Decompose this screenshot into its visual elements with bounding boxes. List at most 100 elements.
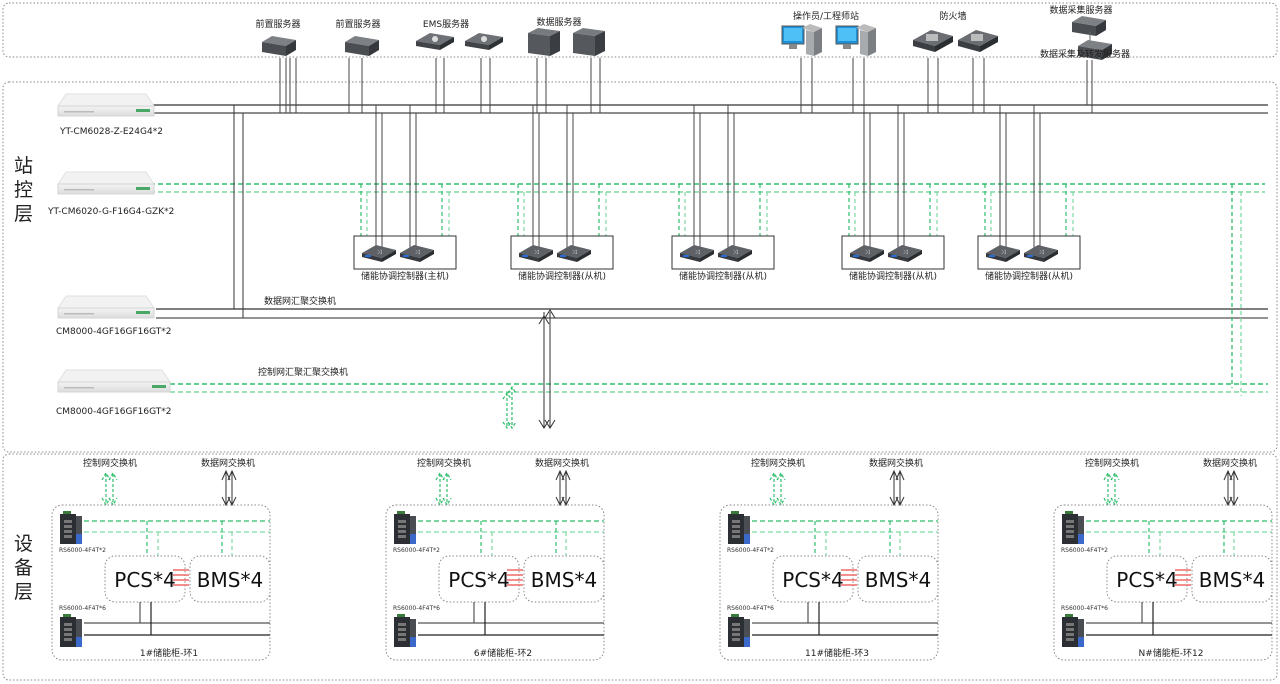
pcs-label: PCS*4 (1116, 568, 1177, 592)
pcs-label: PCS*4 (114, 568, 175, 592)
svg-text:⤨: ⤨ (903, 249, 908, 256)
aggregation-data-bus (156, 308, 1268, 319)
switch-model-label: RS6000-4F4T*6 (727, 605, 774, 612)
control-switch-uplink-label: 控制网交换机 (1085, 457, 1139, 469)
rack-switch-icon (57, 369, 171, 393)
control-switch-uplink-label: 控制网交换机 (417, 457, 471, 469)
pcs-bms-link (1175, 569, 1191, 586)
svg-text:⤨: ⤨ (415, 249, 420, 256)
industrial-switch-icon (60, 511, 82, 544)
data-uplink-arrow (538, 309, 556, 429)
industrial-switch-icon (394, 614, 416, 647)
svg-text:⤨: ⤨ (534, 249, 539, 256)
bms-box (523, 555, 605, 603)
industrial-switch-icon (728, 614, 750, 647)
controller-label: 储能协调控制器(主机) (361, 270, 449, 282)
switch-icon: ⤨ (519, 245, 553, 262)
svg-text:站: 站 (14, 155, 33, 177)
station-layer-title: 站 控 层 (14, 155, 33, 225)
top-server: EMS服务器 (416, 18, 503, 113)
energy-storage-controller: ⤨⤨储能协调控制器(从机) (977, 105, 1081, 282)
rack-switch-icon (57, 295, 155, 319)
station-switch: YT-CM6020-G-F16G4-GZK*2 (47, 171, 174, 217)
top-server: 前置服务器 (335, 18, 381, 113)
station-layer-region (2, 81, 1278, 453)
station-switch: CM8000-4GF16GF16GT*2 (56, 369, 172, 417)
rack-switch-icon (57, 93, 155, 117)
pcs-bms-link (173, 569, 189, 586)
switch-model-label: CM8000-4GF16GF16GT*2 (56, 407, 172, 417)
data-switch-uplink-label: 数据网交换机 (869, 457, 923, 469)
controller-box (671, 235, 775, 270)
data-uplink-arrow (555, 469, 571, 507)
controller-box (510, 235, 614, 270)
data-switch-uplink-label: 数据网交换机 (201, 457, 255, 469)
pcs-bms-link (841, 569, 857, 586)
server-label: EMS服务器 (423, 18, 469, 30)
industrial-switch-icon (1062, 511, 1084, 544)
svg-text:⤨: ⤨ (377, 249, 382, 256)
controller-box (353, 235, 457, 270)
switch-icon: ⤨ (850, 245, 884, 262)
switch-icon: ⤨ (400, 245, 434, 262)
data-server-icon (528, 28, 560, 56)
top-server: 防火墙 (913, 10, 998, 113)
controller-label: 储能协调控制器(从机) (679, 270, 767, 282)
pcs-box (104, 555, 186, 603)
svg-text:⤨: ⤨ (572, 249, 577, 256)
industrial-switch-icon (394, 511, 416, 544)
data-uplink-arrow (889, 469, 905, 507)
controller-box (977, 235, 1081, 270)
data-switch-uplink-label: 数据网交换机 (535, 457, 589, 469)
pcs-box (1106, 555, 1188, 603)
pcs-bms-link (507, 569, 523, 586)
device-layer-title: 设 备 层 (14, 533, 33, 603)
switch-model-label: RS6000-4F4T*2 (1061, 547, 1108, 554)
switch-model-label: RS6000-4F4T*6 (59, 605, 106, 612)
bms-box (189, 555, 271, 603)
bms-label: BMS*4 (865, 568, 931, 592)
server-label: 前置服务器 (255, 18, 300, 30)
control-right-links (1231, 184, 1242, 396)
cabinet-label: 11#储能柜-环3 (805, 647, 869, 659)
svg-text:⤨: ⤨ (733, 249, 738, 256)
controller-label: 储能协调控制器(从机) (849, 270, 937, 282)
cabinet-label: 6#储能柜-环2 (474, 647, 532, 659)
rack-switch-icon (57, 171, 155, 195)
control-uplink-arrow (101, 471, 118, 507)
station-switch: YT-CM6028-Z-E24G4*2 (57, 93, 163, 137)
cabinet-label: N#储能柜-环12 (1139, 647, 1204, 659)
server-label: 数据服务器 (536, 16, 581, 28)
switch-icon: ⤨ (680, 245, 714, 262)
station-switch: CM8000-4GF16GF16GT*2 (56, 295, 172, 337)
data-server-icon (573, 28, 605, 56)
station-data-bus (150, 104, 1268, 114)
pcs-label: PCS*4 (448, 568, 509, 592)
svg-text:层: 层 (14, 203, 33, 225)
pcs-box (772, 555, 854, 603)
server-label: 数据采集服务器 (1049, 4, 1112, 16)
switch-icon: ⤨ (718, 245, 752, 262)
pcs-box (438, 555, 520, 603)
controller-box (841, 235, 945, 270)
switch-icon: ⤨ (1024, 245, 1058, 262)
switch-model-label: RS6000-4F4T*2 (59, 547, 106, 554)
controller-label: 储能协调控制器(从机) (985, 270, 1073, 282)
bms-label: BMS*4 (531, 568, 597, 592)
workstation-icon (781, 24, 822, 56)
server-icon (345, 36, 379, 56)
server-label: 前置服务器 (335, 18, 380, 30)
svg-text:备: 备 (14, 557, 33, 579)
data-aggregation-label: 数据网汇聚交换机 (264, 295, 336, 307)
control-uplink-arrow (435, 471, 452, 507)
switch-model-label: YT-CM6020-G-F16G4-GZK*2 (47, 207, 174, 217)
switch-icon: ⤨ (362, 245, 396, 262)
svg-text:⤨: ⤨ (1039, 249, 1044, 256)
device-layer-region (2, 453, 1278, 681)
svg-text:⤨: ⤨ (695, 249, 700, 256)
switch-icon: ⤨ (557, 245, 591, 262)
energy-storage-controller: ⤨ ⤨ 储能协调控制器(主机) (353, 105, 457, 282)
